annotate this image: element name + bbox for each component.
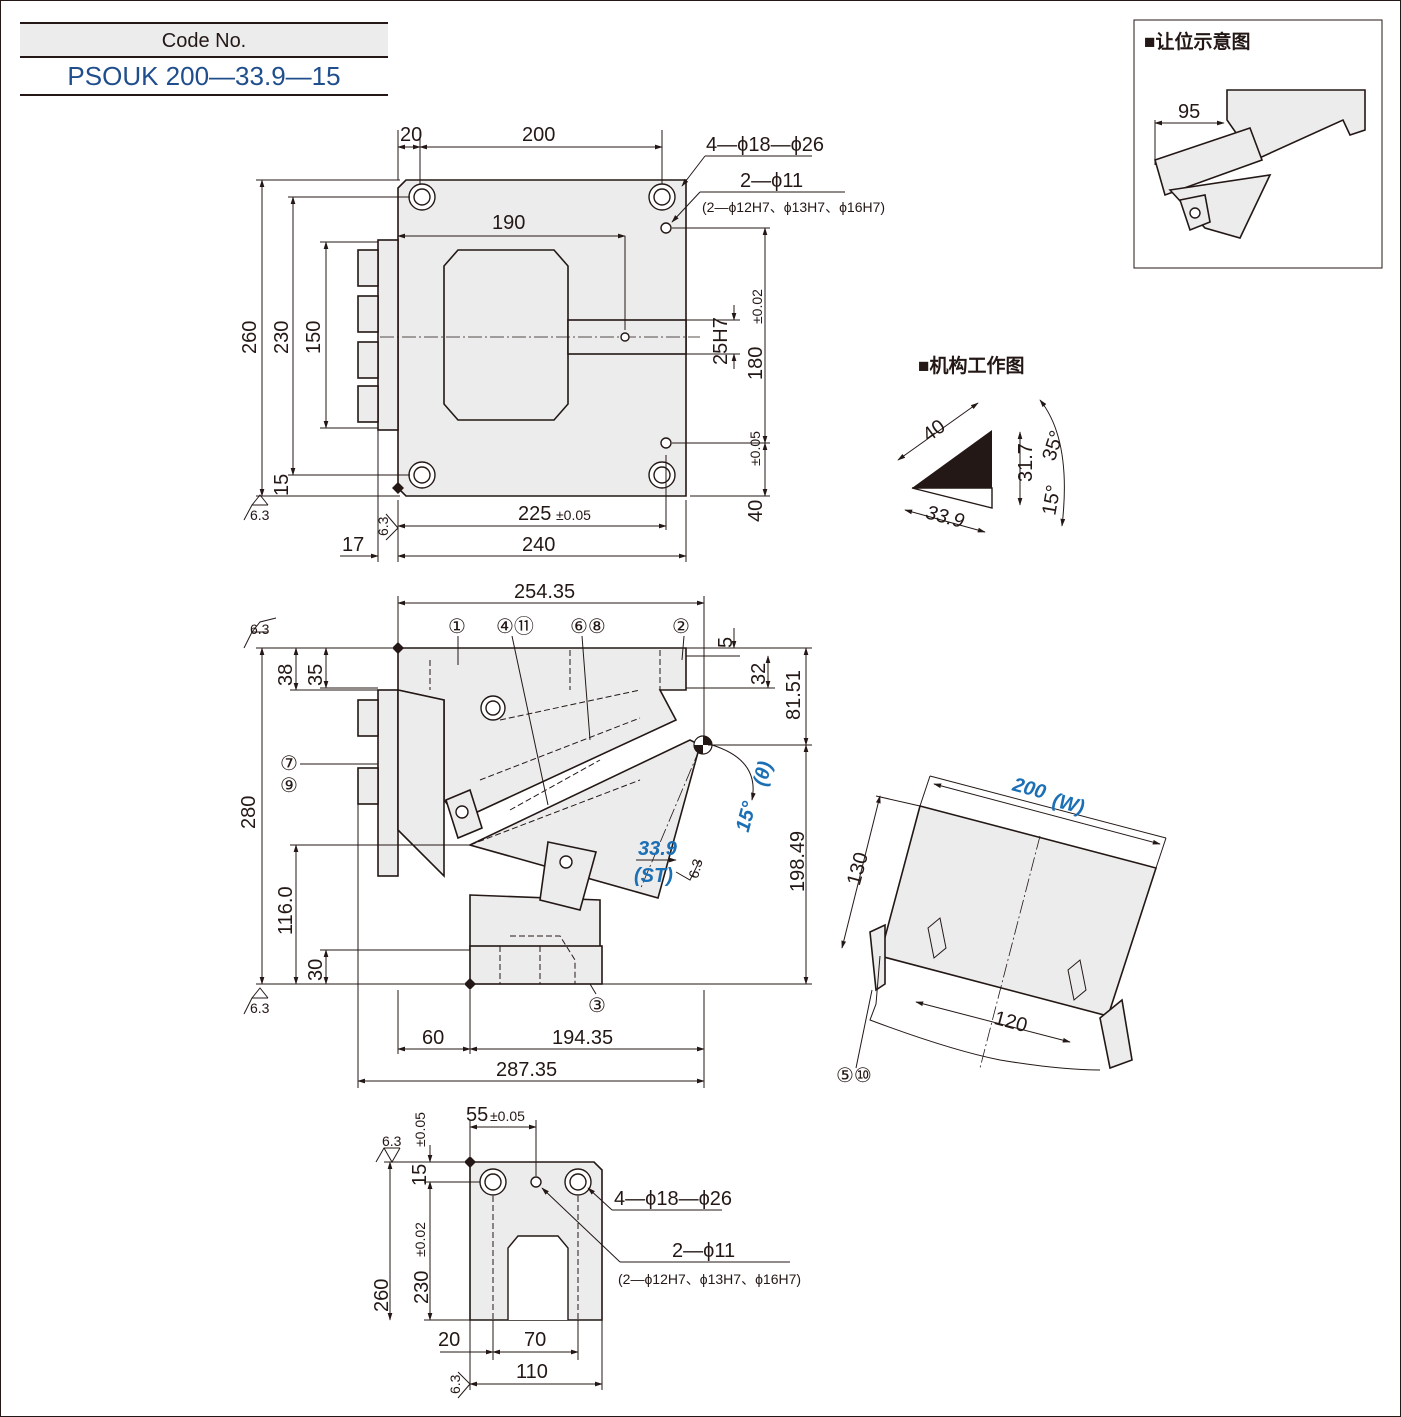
clearance-title: ■让位示意图 bbox=[1144, 30, 1250, 53]
balloon-7: ⑦ bbox=[280, 753, 298, 775]
front-roughness: 6.3 bbox=[382, 1133, 402, 1149]
top-h40: 40 bbox=[745, 500, 767, 522]
front-h230: 230 bbox=[411, 1271, 433, 1304]
side-h38: 38 bbox=[275, 664, 297, 686]
top-h25: 25H7 bbox=[710, 317, 732, 365]
side-h35: 35 bbox=[305, 664, 327, 686]
top-h230: 230 bbox=[271, 321, 293, 354]
side-h116: 116.0 bbox=[275, 886, 297, 935]
top-holes-b: 2—ϕ11 bbox=[740, 170, 803, 192]
front-view: 55 ±0.05 15 ±0.05 230 ±0.02 260 20 70 11… bbox=[371, 1104, 801, 1399]
top-w200: 200 bbox=[522, 124, 555, 146]
side-h32: 32 bbox=[748, 663, 770, 685]
side-w194: 194.35 bbox=[552, 1027, 613, 1049]
iso-width-label: 200 bbox=[1009, 774, 1048, 804]
front-h260: 260 bbox=[371, 1279, 393, 1312]
iso-d120: 120 bbox=[992, 1007, 1030, 1037]
top-h180: 180 bbox=[745, 347, 767, 380]
top-w240: 240 bbox=[522, 534, 555, 556]
front-w110: 110 bbox=[516, 1361, 548, 1383]
front-w55: 55 bbox=[466, 1104, 488, 1126]
front-holes-b: 2—ϕ11 bbox=[672, 1240, 735, 1262]
side-view: 254.35 ① ④⑪ ⑥⑧ ② ⑦ ⑨ ③ 5 32 81.51 198.49 bbox=[238, 581, 812, 1088]
clearance-inset: ■让位示意图 95 bbox=[1133, 19, 1383, 269]
mech-base: 33.9 bbox=[923, 502, 966, 533]
side-w254: 254.35 bbox=[514, 581, 575, 603]
top-w17: 17 bbox=[342, 534, 364, 556]
code-number-box: Code No. PSOUK 200—33.9—15 bbox=[20, 20, 388, 96]
balloon-3: ③ bbox=[588, 995, 606, 1017]
front-h15: 15 bbox=[409, 1164, 431, 1186]
top-roughness-2: 6.3 bbox=[375, 516, 391, 536]
side-angle: 15° bbox=[732, 798, 761, 834]
front-h230-tol: ±0.02 bbox=[412, 1222, 428, 1257]
top-w20: 20 bbox=[400, 124, 422, 146]
front-holes-a: 4—ϕ18—ϕ26 bbox=[614, 1188, 732, 1210]
top-roughness: 6.3 bbox=[250, 507, 270, 523]
iso-balloon: ⑤⑩ bbox=[836, 1065, 872, 1087]
side-w287: 287.35 bbox=[496, 1059, 557, 1081]
mechanism-title: ■机构工作图 bbox=[918, 354, 1024, 377]
side-roughness: 6.3 bbox=[250, 621, 270, 637]
top-h180-tol: ±0.02 bbox=[749, 289, 765, 324]
side-h198: 198.49 bbox=[787, 831, 809, 892]
side-h5: 5 bbox=[715, 637, 737, 648]
side-w60: 60 bbox=[422, 1027, 444, 1049]
side-h81: 81.51 bbox=[783, 670, 805, 720]
top-w190: 190 bbox=[492, 212, 525, 234]
top-view: 20 200 190 225 ±0.05 240 17 260 230 150 … bbox=[239, 124, 885, 562]
top-h40-tol: ±0.05 bbox=[747, 431, 763, 466]
iso-width-sym: (W) bbox=[1050, 789, 1087, 819]
top-h15: 15 bbox=[271, 474, 293, 496]
iso-view: 200 (W) 130 120 ⑤⑩ bbox=[836, 774, 1167, 1087]
mech-rise: 31.7 bbox=[1015, 443, 1037, 482]
top-holes-b-note: (2—ϕ12H7、ϕ13H7、ϕ16H7) bbox=[702, 199, 885, 215]
side-roughness-3: 6.3 bbox=[685, 857, 706, 880]
code-label: Code No. bbox=[20, 22, 388, 58]
front-w20: 20 bbox=[438, 1329, 460, 1351]
front-w55-tol: ±0.05 bbox=[490, 1108, 525, 1124]
balloon-1: ① bbox=[448, 616, 466, 638]
top-holes-a: 4—ϕ18—ϕ26 bbox=[706, 134, 824, 156]
balloon-9: ⑨ bbox=[280, 775, 298, 797]
top-h260: 260 bbox=[239, 321, 261, 354]
side-h280: 280 bbox=[238, 796, 260, 829]
balloon-6-8: ⑥⑧ bbox=[570, 616, 606, 638]
side-balloons: ① ④⑪ ⑥⑧ ② ⑦ ⑨ ③ bbox=[280, 615, 690, 1017]
mech-angle-base: 15° bbox=[1038, 483, 1065, 517]
side-stroke: 33.9 bbox=[638, 838, 678, 860]
iso-d130: 130 bbox=[843, 850, 873, 888]
side-angle-sym: (θ) bbox=[749, 759, 777, 789]
front-holes-b-note: (2—ϕ12H7、ϕ13H7、ϕ16H7) bbox=[618, 1271, 801, 1287]
top-w225: 225 bbox=[518, 503, 551, 525]
side-h30: 30 bbox=[305, 959, 327, 981]
mechanism-inset: ■机构工作图 40 33.9 31.7 35° 15° bbox=[897, 354, 1069, 533]
side-stroke-sym: (ST) bbox=[634, 865, 673, 887]
balloon-2: ② bbox=[672, 616, 690, 638]
front-roughness-2: 6.3 bbox=[447, 1374, 463, 1394]
code-value: PSOUK 200—33.9—15 bbox=[20, 56, 388, 96]
front-h15-tol: ±0.05 bbox=[412, 1112, 428, 1147]
top-w225-tol: ±0.05 bbox=[556, 507, 591, 523]
balloon-4-11: ④⑪ bbox=[496, 615, 534, 638]
mech-angle-total: 35° bbox=[1038, 428, 1068, 464]
top-h150: 150 bbox=[303, 321, 325, 354]
clearance-dim: 95 bbox=[1178, 101, 1200, 123]
front-w70: 70 bbox=[524, 1329, 546, 1351]
side-roughness-2: 6.3 bbox=[250, 1000, 270, 1016]
